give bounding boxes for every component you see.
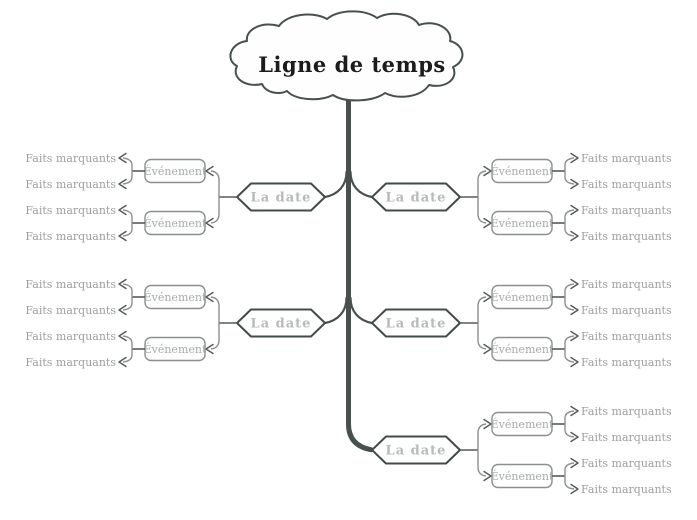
fact-label[interactable]: Faits marquants xyxy=(581,405,672,418)
timeline-trunk xyxy=(346,91,374,453)
date-events-connector xyxy=(477,423,487,477)
event-node-label[interactable]: Événement xyxy=(144,216,207,230)
event-node-label[interactable]: Événement xyxy=(491,417,554,431)
date-node[interactable] xyxy=(236,308,326,338)
arrowhead-icon xyxy=(205,291,214,303)
date-node[interactable] xyxy=(236,182,326,212)
date-node-label[interactable]: La date xyxy=(386,317,447,332)
event-facts-connector xyxy=(564,283,575,311)
date-events-connector xyxy=(477,170,487,224)
fact-label[interactable]: Faits marquants xyxy=(581,457,672,470)
trunk-branch-connector xyxy=(349,296,374,325)
fact-label[interactable]: Faits marquants xyxy=(25,152,116,165)
fact-label[interactable]: Faits marquants xyxy=(581,304,672,317)
arrowhead-icon xyxy=(205,217,214,229)
event-facts-connector xyxy=(564,410,575,438)
arrowhead-icon xyxy=(483,165,492,177)
fact-label[interactable]: Faits marquants xyxy=(25,204,116,217)
arrowhead-icon xyxy=(118,152,127,164)
event-facts-connector xyxy=(122,283,133,311)
fact-label[interactable]: Faits marquants xyxy=(581,431,672,444)
arrowhead-icon xyxy=(118,204,127,216)
arrowhead-icon xyxy=(483,343,492,355)
arrowhead-icon xyxy=(570,483,579,495)
fact-label[interactable]: Faits marquants xyxy=(25,278,116,291)
event-facts-connector xyxy=(122,209,133,237)
fact-label[interactable]: Faits marquants xyxy=(581,178,672,191)
arrowhead-icon xyxy=(118,230,127,242)
arrowhead-icon xyxy=(118,356,127,368)
date-node-label[interactable]: La date xyxy=(386,191,447,206)
arrowhead-icon xyxy=(570,457,579,469)
arrowhead-icon xyxy=(205,165,214,177)
date-node-label[interactable]: La date xyxy=(251,191,312,206)
arrowhead-icon xyxy=(570,204,579,216)
event-node-label[interactable]: Événement xyxy=(491,216,554,230)
trunk-branch-connector xyxy=(323,170,348,199)
arrowhead-icon xyxy=(570,330,579,342)
event-facts-connector xyxy=(122,157,133,185)
fact-label[interactable]: Faits marquants xyxy=(581,330,672,343)
arrowhead-icon xyxy=(483,418,492,430)
fact-label[interactable]: Faits marquants xyxy=(581,356,672,369)
arrowhead-icon xyxy=(118,178,127,190)
arrowhead-icon xyxy=(570,304,579,316)
fact-label[interactable]: Faits marquants xyxy=(25,304,116,317)
root-title[interactable]: Ligne de temps xyxy=(258,52,446,77)
arrowhead-icon xyxy=(118,304,127,316)
date-node[interactable] xyxy=(371,435,461,465)
event-node-label[interactable]: Événement xyxy=(144,290,207,304)
arrowhead-icon xyxy=(570,178,579,190)
event-node-label[interactable]: Événement xyxy=(491,469,554,483)
event-facts-connector xyxy=(122,335,133,363)
fact-label[interactable]: Faits marquants xyxy=(581,230,672,243)
root-cloud-node[interactable] xyxy=(229,10,464,102)
event-node-label[interactable]: Événement xyxy=(491,164,554,178)
arrowhead-icon xyxy=(570,356,579,368)
date-node-label[interactable]: La date xyxy=(251,317,312,332)
event-node-label[interactable]: Événement xyxy=(491,290,554,304)
event-facts-connector xyxy=(564,209,575,237)
arrowhead-icon xyxy=(570,230,579,242)
arrowhead-icon xyxy=(570,152,579,164)
fact-label[interactable]: Faits marquants xyxy=(25,356,116,369)
event-facts-connector xyxy=(564,157,575,185)
date-events-connector xyxy=(210,296,220,350)
arrowhead-icon xyxy=(205,343,214,355)
arrowhead-icon xyxy=(570,431,579,443)
arrowhead-icon xyxy=(570,278,579,290)
arrowhead-icon xyxy=(483,217,492,229)
date-node[interactable] xyxy=(371,308,461,338)
arrowhead-icon xyxy=(570,405,579,417)
event-facts-connector xyxy=(564,335,575,363)
arrowhead-icon xyxy=(483,470,492,482)
trunk-branch-connector xyxy=(349,170,374,199)
event-node-label[interactable]: Événement xyxy=(491,342,554,356)
date-events-connector xyxy=(210,170,220,224)
fact-label[interactable]: Faits marquants xyxy=(581,278,672,291)
arrowhead-icon xyxy=(118,330,127,342)
fact-label[interactable]: Faits marquants xyxy=(25,178,116,191)
date-events-connector xyxy=(477,296,487,350)
arrowhead-icon xyxy=(483,291,492,303)
arrowhead-icon xyxy=(118,278,127,290)
fact-label[interactable]: Faits marquants xyxy=(25,230,116,243)
fact-label[interactable]: Faits marquants xyxy=(581,152,672,165)
trunk-branch-connector xyxy=(323,296,348,325)
fact-label[interactable]: Faits marquants xyxy=(581,483,672,496)
event-node-label[interactable]: Événement xyxy=(144,342,207,356)
fact-label[interactable]: Faits marquants xyxy=(581,204,672,217)
event-node-label[interactable]: Événement xyxy=(144,164,207,178)
event-facts-connector xyxy=(564,462,575,490)
date-node[interactable] xyxy=(371,182,461,212)
fact-label[interactable]: Faits marquants xyxy=(25,330,116,343)
date-node-label[interactable]: La date xyxy=(386,444,447,459)
